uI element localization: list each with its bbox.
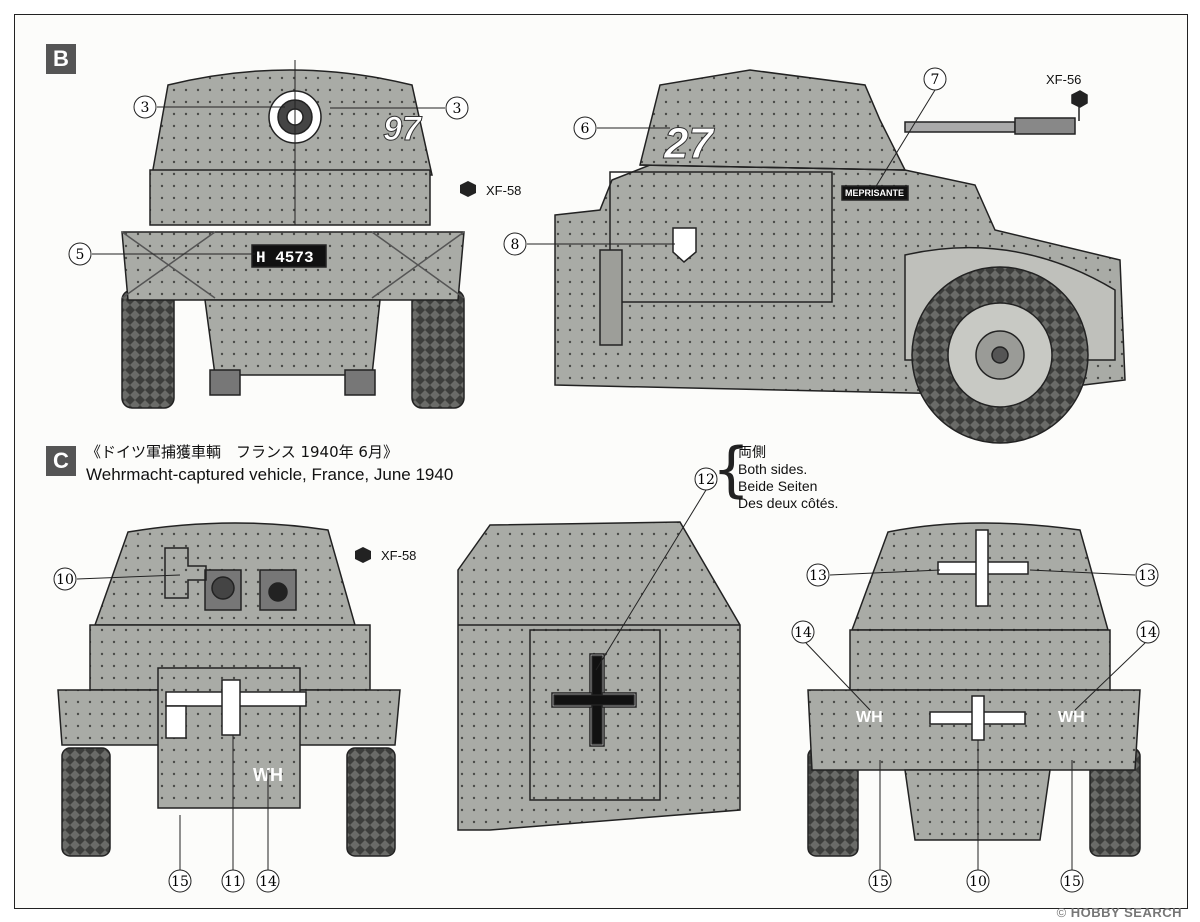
section-c-title-jp: 《ドイツ軍捕獲車輌 フランス 1940年 6月》 (86, 443, 398, 461)
section-c-title-en: Wehrmacht-captured vehicle, France, June… (86, 465, 454, 484)
callout-13-left: 13 (806, 563, 941, 587)
callout-6: 6 (573, 116, 670, 140)
both-sides-note: 両側 Both sides. Beide Seiten Des deux côt… (738, 444, 838, 512)
callout-15-left: 15 (168, 815, 192, 893)
svg-text:8: 8 (511, 237, 520, 253)
svg-text:14: 14 (794, 625, 812, 641)
c-rear-view-right (807, 522, 1141, 857)
svg-text:11: 11 (224, 874, 242, 890)
callout-14-right-a: 14 (791, 620, 871, 711)
callout-3-right: 3 (330, 96, 469, 120)
paint-hex-marker-b (460, 181, 476, 197)
note-line-de: Beide Seiten (738, 478, 818, 494)
callout-15-right-b: 15 (1060, 760, 1084, 893)
hobby-search-watermark: © HOBBY SEARCH (1057, 905, 1182, 920)
svg-text:3: 3 (453, 101, 462, 117)
svg-text:5: 5 (76, 247, 85, 263)
callout-10-left: 10 (53, 567, 181, 591)
callout-14-right-b: 14 (1074, 620, 1160, 711)
b-license-plate: H 4573 (256, 249, 314, 267)
c-rear-view-left (57, 522, 401, 857)
callout-11: 11 (221, 735, 245, 893)
b-front-view (121, 60, 465, 409)
note-brace: { (712, 435, 751, 505)
svg-text:7: 7 (931, 72, 940, 88)
section-c-badge: C (46, 446, 76, 476)
svg-text:13: 13 (1138, 568, 1156, 584)
note-line-fr: Des deux côtés. (738, 495, 839, 511)
svg-text:15: 15 (1063, 874, 1081, 890)
callout-10-right: 10 (966, 740, 990, 893)
b-turret-number-front: 97 (383, 110, 423, 148)
svg-text:3: 3 (141, 100, 150, 116)
callout-5: 5 (68, 242, 255, 266)
svg-text:15: 15 (871, 874, 889, 890)
b-turret-number-side: 27 (663, 119, 715, 168)
svg-text:14: 14 (259, 874, 277, 890)
svg-text:14: 14 (1139, 625, 1157, 641)
paint-xf58-label-top: XF-58 (486, 183, 522, 198)
svg-text:10: 10 (969, 874, 987, 890)
watermark-copyright: © (1056, 905, 1067, 920)
callout-group: 3 3 5 6 7 8 10 (53, 67, 1160, 893)
svg-text:10: 10 (56, 572, 74, 588)
paint-xf56-label: XF-56 (1046, 72, 1082, 87)
c-wh-marking-right-a: WH (856, 709, 883, 726)
watermark-brand: HOBBY SEARCH (1070, 905, 1182, 920)
b-vehicle-name: MEPRISANTE (845, 188, 904, 198)
paint-hex-marker-c (355, 547, 371, 563)
svg-text:13: 13 (809, 568, 827, 584)
callout-12: 12 (595, 467, 718, 671)
callout-3-left: 3 (133, 95, 285, 119)
callout-14-c-left: 14 (256, 770, 280, 893)
c-side-detail (457, 521, 741, 831)
c-wh-marking-right-b: WH (1058, 709, 1085, 726)
svg-text:6: 6 (581, 121, 590, 137)
callout-13-right: 13 (1029, 563, 1159, 587)
section-b-badge: B (46, 44, 76, 74)
paint-xf58-label-bottom: XF-58 (381, 548, 417, 563)
svg-text:12: 12 (697, 472, 715, 488)
callout-15-right-a: 15 (868, 760, 892, 893)
note-line-jp: 両側 (738, 444, 766, 460)
b-side-view (554, 69, 1126, 444)
callout-7: 7 (874, 67, 947, 189)
note-line-en: Both sides. (738, 461, 808, 477)
callout-8: 8 (503, 232, 675, 256)
svg-text:15: 15 (171, 874, 189, 890)
